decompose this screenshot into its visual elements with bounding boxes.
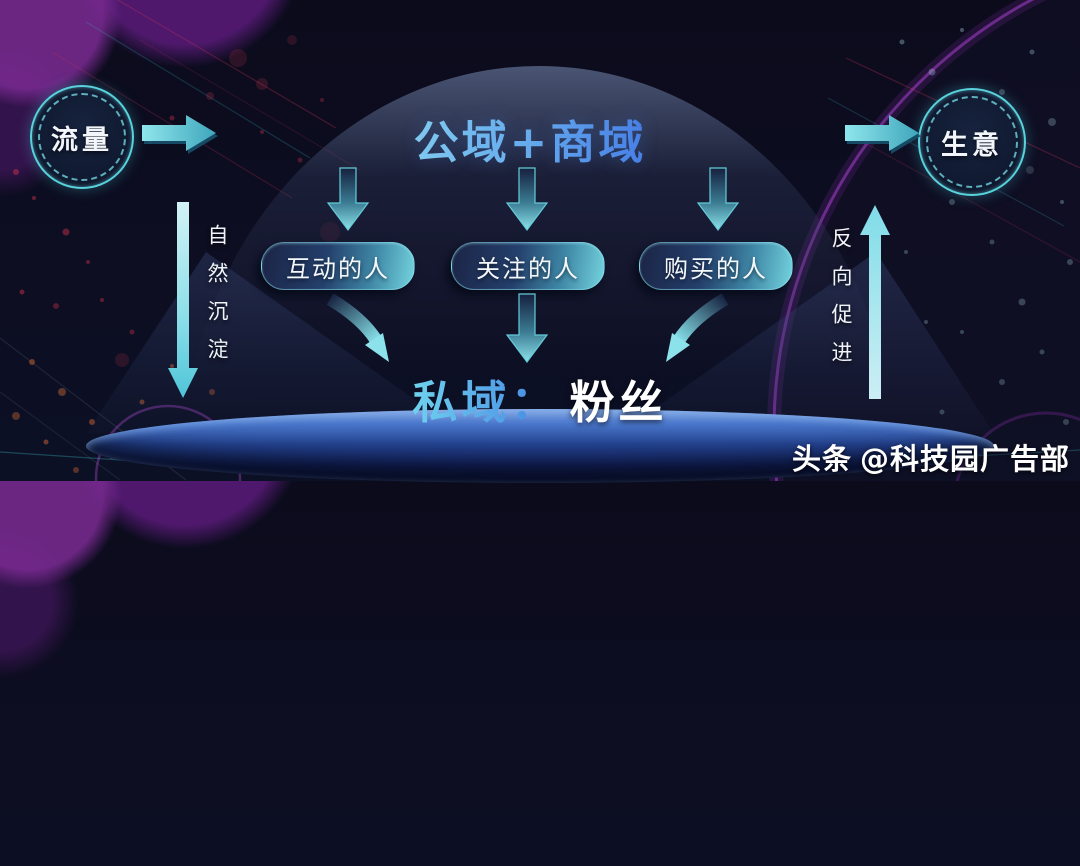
main-title: 公域+商域 xyxy=(370,106,690,171)
business-node-label: 生意 xyxy=(941,129,1003,161)
natural-settle-label: 自然沉淀 xyxy=(205,224,229,376)
down-arrow-icon xyxy=(505,293,549,364)
arrow-right-icon xyxy=(142,115,218,154)
pill-follow-people: 关注的人 xyxy=(451,242,605,290)
long-up-arrow-icon xyxy=(860,205,890,399)
private-domain-line: 私域：粉丝 xyxy=(330,366,750,431)
curved-arrow-down-left-icon xyxy=(666,294,729,362)
purple-glow-bottom-right xyxy=(955,411,1080,481)
watermark: 头条@科技园广告部 xyxy=(792,436,1070,478)
traffic-node-label: 流量 xyxy=(51,124,113,156)
pill-interact-people: 互动的人 xyxy=(261,242,415,290)
private-domain-label: 私域： xyxy=(412,376,560,429)
pill-label: 关注的人 xyxy=(476,254,580,283)
down-arrow-icon xyxy=(505,167,549,232)
business-node: 生意 xyxy=(918,88,1026,196)
traffic-node: 流量 xyxy=(30,85,134,189)
pill-label: 购买的人 xyxy=(664,254,768,283)
stage-platform xyxy=(86,409,994,483)
down-arrow-icon xyxy=(696,167,740,232)
pill-purchase-people: 购买的人 xyxy=(639,242,793,290)
fans-label: 粉丝 xyxy=(569,376,668,429)
arrow-right-icon xyxy=(845,115,921,154)
long-down-arrow-icon xyxy=(168,202,198,398)
watermark-handle: @科技园广告部 xyxy=(859,442,1070,476)
curved-arrow-down-right-icon xyxy=(326,294,389,362)
down-arrow-icon xyxy=(326,167,370,232)
reverse-promote-label: 反向促进 xyxy=(829,227,853,379)
watermark-brand: 头条 xyxy=(791,442,852,476)
pill-label: 互动的人 xyxy=(286,254,390,283)
